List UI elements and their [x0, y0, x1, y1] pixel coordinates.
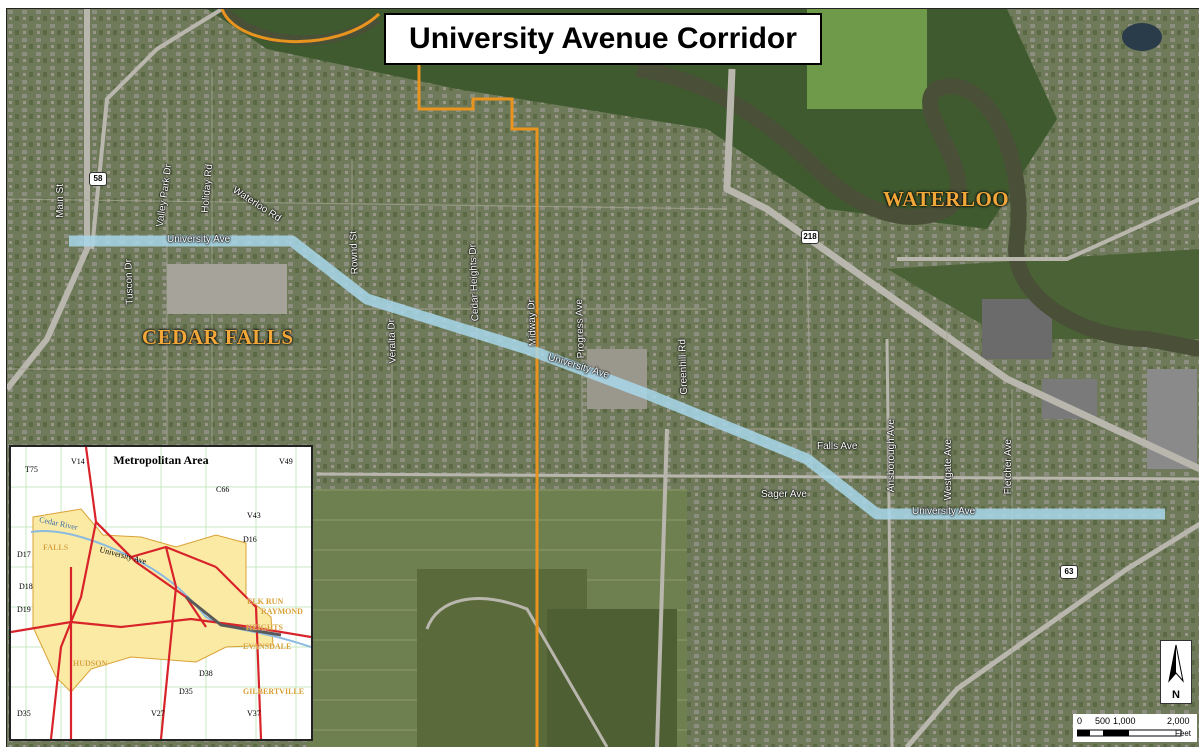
inset-title: Metropolitan Area	[113, 453, 209, 467]
road-label-university-ave-east: University Ave	[912, 506, 976, 517]
inset-label-d38: D38	[199, 669, 213, 678]
city-boundary-line	[220, 9, 539, 747]
road-label-university-ave-west: University Ave	[167, 234, 231, 245]
inset-city-evansdale: EVANSDALE	[243, 642, 292, 651]
north-arrow: N	[1160, 640, 1192, 704]
scale-unit: Feet	[1175, 729, 1192, 738]
road-label-veralta-dr: Veralta Dr	[386, 318, 399, 364]
inset-label-v43: V43	[247, 511, 261, 520]
road-label-greenhill-rd: Greenhill Rd	[677, 338, 690, 395]
inset-city-hudson: HUDSON	[73, 659, 108, 668]
scale-label-2000: 2,000	[1167, 716, 1190, 726]
road-label-rownd-st: Rownd St	[348, 230, 361, 275]
scale-label-500: 500	[1095, 716, 1111, 726]
inset-label-t75: T75	[25, 465, 38, 474]
road-label-sager-ave: Sager Ave	[761, 489, 807, 500]
inset-label-v49: V49	[279, 457, 293, 466]
inset-label-d18: D18	[19, 582, 33, 591]
inset-city-gilbertville: GILBERTVILLE	[243, 687, 305, 696]
road-label-falls-ave: Falls Ave	[817, 441, 858, 452]
north-arrow-icon	[1168, 644, 1184, 683]
inset-map-graphic	[11, 447, 311, 739]
road-label-progress-ave: Progress Ave	[573, 298, 588, 359]
scale-bar-graphic	[1077, 729, 1182, 737]
map-title: University Avenue Corridor	[409, 22, 797, 55]
road-label-tuscon-dr: Tuscon Dr	[123, 258, 136, 305]
scale-bar: 0 500 1,000 2,000 Feet	[1073, 714, 1197, 742]
route-shield-218: 218	[801, 230, 819, 244]
inset-city-heights: HEIGHTS	[246, 623, 283, 632]
inset-label-c66: C66	[216, 485, 230, 494]
inset-city-raymond: RAYMOND	[261, 607, 303, 616]
route-shield-63: 63	[1060, 565, 1078, 579]
road-label-fletcher-ave: Fletcher Ave	[1003, 439, 1014, 495]
inset-label-d19: D19	[17, 605, 31, 614]
inset-label-v27: V27	[151, 709, 165, 718]
inset-label-d17: D17	[17, 550, 31, 559]
city-label-cedar-falls: CEDAR FALLS	[142, 325, 294, 349]
road-label-main-st: Main St	[55, 184, 66, 218]
road-label-midway-dr: Midway Dr	[526, 298, 539, 347]
city-label-waterloo: WATERLOO	[883, 187, 1010, 211]
scale-label-1000: 1,000	[1113, 716, 1136, 726]
road-label-westgate-ave: Westgate Ave	[943, 439, 954, 501]
inset-label-v37: V37	[247, 709, 261, 718]
inset-label-d35-west: D35	[17, 709, 31, 718]
scale-label-0: 0	[1077, 716, 1083, 726]
road-label-ansborough-ave: Ansborough Ave	[886, 419, 897, 493]
route-shield-58: 58	[89, 172, 107, 186]
university-ave-corridor[interactable]	[69, 235, 1165, 520]
inset-label-d16: D16	[243, 535, 257, 544]
inset-city-falls: FALLS	[43, 543, 69, 552]
inset-label-d35: D35	[179, 687, 193, 696]
north-arrow-label: N	[1172, 689, 1180, 701]
inset-city-elk-run: ELK RUN	[247, 597, 284, 606]
inset-map-metropolitan-area[interactable]: Metropolitan Area T75 V14 V49 C66 D16 V4…	[9, 445, 313, 741]
inset-label-v14: V14	[71, 457, 85, 466]
map-title-box: University Avenue Corridor	[384, 13, 822, 65]
